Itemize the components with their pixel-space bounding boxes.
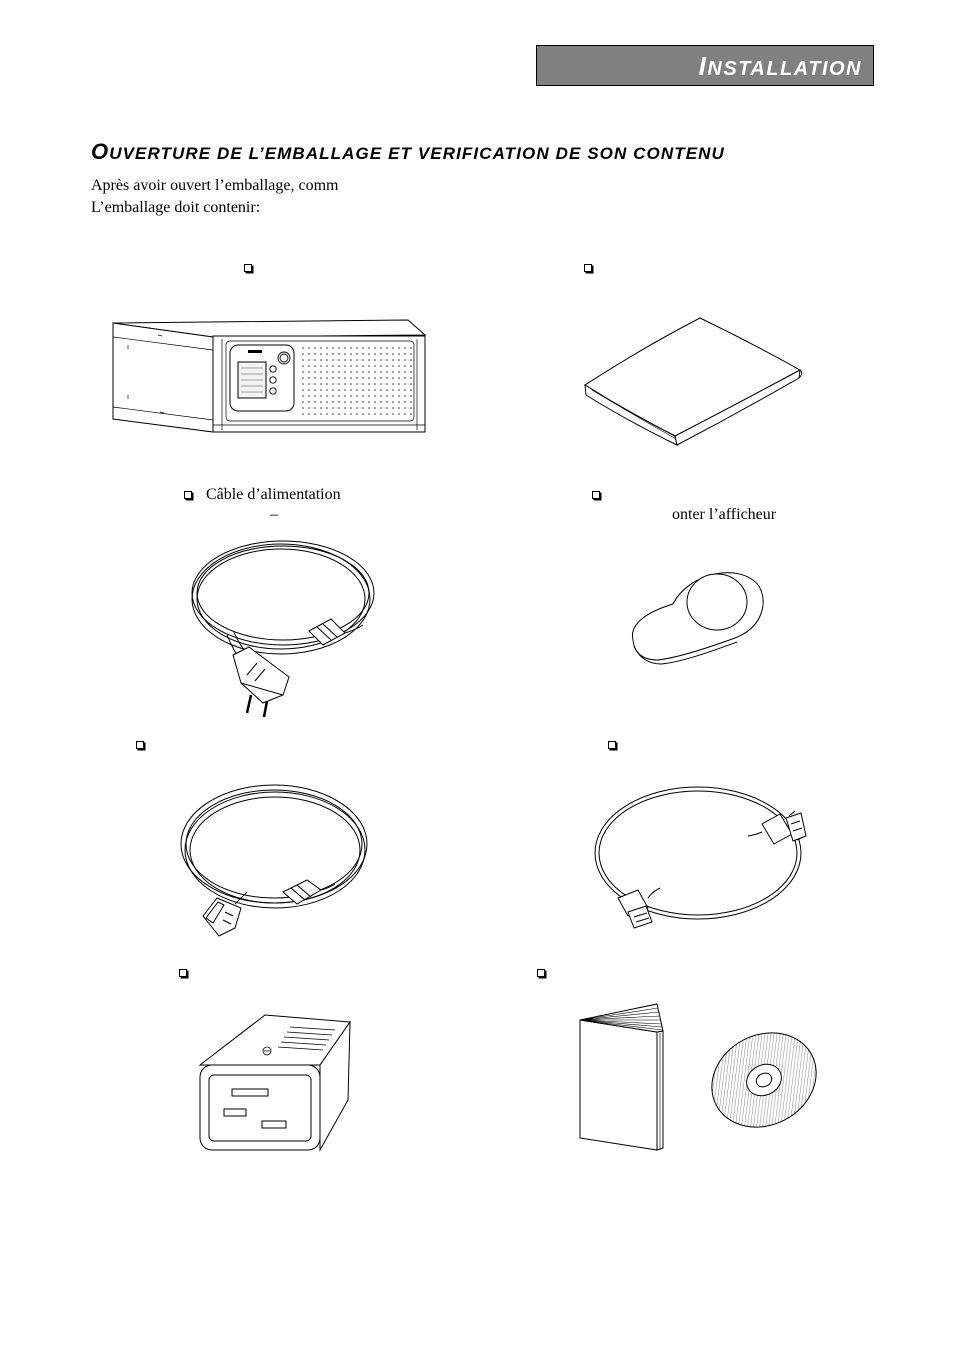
connector-pins [223, 1088, 287, 1129]
db9-connector-top [761, 810, 807, 845]
checkbox-icon [584, 264, 592, 272]
ups-unit-illustration [112, 319, 427, 433]
ventilation-grid [298, 345, 412, 419]
db9-connector-bottom [617, 889, 653, 929]
power-button [277, 351, 291, 365]
checkbox-icon [244, 264, 252, 272]
cable-coil [191, 540, 375, 656]
connection-cable-illustration [180, 784, 368, 937]
checkbox-icon [179, 969, 187, 977]
checkbox-icon [592, 491, 600, 499]
power-cable-illustration [191, 540, 375, 718]
chapter-header: INSTALLATION [536, 45, 874, 86]
manual-cover [579, 1019, 658, 1151]
display-label: onter l’afficheur [672, 506, 777, 523]
pouch-illustration [584, 317, 803, 446]
checkbox-icon [537, 969, 545, 977]
connector-grille [277, 1026, 336, 1051]
lcd-screen [237, 361, 267, 399]
cable-coil [180, 784, 368, 909]
chapter-title: INSTALLATION [698, 51, 862, 81]
section-heading: OUVERTURE DE L’EMBALLAGE ET VERIFICATION… [91, 139, 725, 164]
power-cable-note: – [270, 506, 278, 523]
iec-plug [282, 879, 322, 905]
iec-c13-connector [202, 897, 242, 937]
cd-rom-illustration [711, 1032, 817, 1128]
intro-line-1: Après avoir ouvert l’emballage, comm [91, 177, 339, 194]
cable-loop [594, 786, 802, 920]
iec-plug [308, 618, 346, 646]
ups-control-panel [229, 344, 295, 412]
mains-plug [232, 646, 290, 718]
iec-connector-illustration [198, 1014, 351, 1152]
checkbox-icon [184, 491, 192, 499]
display-unit-illustration [631, 572, 764, 665]
power-cable-label: Câble d’alimentation [206, 486, 341, 503]
panel-buttons [269, 365, 277, 395]
intro-line-2: L’emballage doit contenir: [91, 199, 261, 216]
user-manual-illustration [579, 1003, 664, 1151]
screw-icon [262, 1046, 272, 1056]
serial-cable-illustration [594, 786, 807, 929]
ups-side-face [112, 322, 214, 433]
checkbox-icon [608, 741, 616, 749]
checkbox-icon [136, 741, 144, 749]
